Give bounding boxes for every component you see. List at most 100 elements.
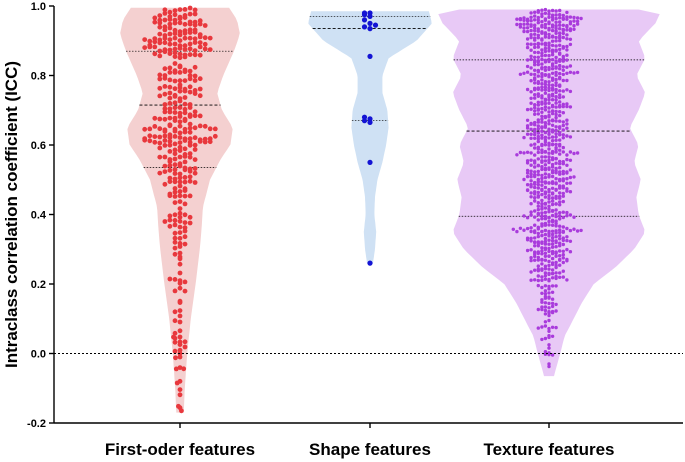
data-point	[361, 118, 368, 124]
data-point	[157, 170, 163, 176]
data-point	[543, 352, 548, 356]
data-point	[177, 88, 183, 94]
data-point	[533, 244, 537, 248]
data-point	[543, 242, 548, 246]
data-point	[177, 64, 183, 70]
data-point	[554, 112, 558, 117]
data-point	[197, 86, 203, 92]
data-point	[162, 181, 168, 187]
data-point	[167, 139, 173, 144]
data-point	[536, 81, 540, 86]
data-point	[558, 237, 562, 241]
data-point	[554, 109, 558, 114]
data-point	[533, 278, 537, 282]
data-point	[157, 40, 163, 46]
data-point	[558, 93, 562, 97]
data-point	[550, 202, 555, 207]
data-point	[192, 40, 198, 45]
data-point	[572, 19, 576, 23]
data-point	[533, 123, 537, 127]
data-point	[177, 206, 183, 212]
data-point	[197, 34, 203, 40]
data-point	[561, 260, 565, 265]
data-point	[558, 63, 562, 68]
data-point	[202, 35, 208, 41]
data-point	[536, 164, 540, 168]
data-point	[554, 221, 558, 226]
data-point	[579, 228, 583, 233]
data-point	[142, 45, 148, 50]
data-point	[187, 89, 193, 95]
data-point	[568, 190, 573, 194]
data-point	[522, 228, 526, 232]
data-point	[147, 133, 153, 139]
data-point	[554, 9, 558, 13]
data-point	[547, 204, 551, 208]
data-point	[554, 276, 558, 281]
data-point	[568, 213, 573, 217]
data-point	[536, 227, 540, 231]
data-point	[550, 256, 555, 261]
data-point	[558, 275, 562, 279]
data-point	[529, 132, 533, 136]
data-point	[533, 18, 537, 22]
data-point	[182, 21, 188, 27]
data-point	[540, 305, 544, 309]
data-point	[187, 35, 193, 41]
data-point	[177, 210, 183, 216]
data-point	[172, 318, 178, 324]
data-point	[543, 284, 548, 288]
data-point	[568, 250, 573, 254]
data-point	[543, 101, 548, 106]
data-point	[547, 267, 551, 271]
data-point	[525, 150, 530, 154]
data-point	[172, 179, 178, 185]
data-point	[540, 42, 544, 46]
data-point	[540, 214, 544, 218]
data-point	[182, 212, 188, 218]
data-point	[536, 131, 540, 135]
data-point	[529, 179, 533, 183]
data-point	[536, 18, 540, 22]
data-point	[540, 188, 544, 193]
data-point	[561, 253, 565, 257]
data-point	[533, 130, 537, 134]
data-point	[543, 296, 548, 300]
data-point	[367, 20, 373, 26]
data-point	[522, 214, 526, 218]
data-point	[162, 7, 168, 13]
data-point	[561, 186, 565, 190]
data-point	[543, 49, 548, 54]
data-point	[172, 128, 178, 134]
data-points	[142, 5, 218, 414]
data-point	[529, 101, 533, 105]
data-point	[547, 200, 551, 204]
data-point	[167, 47, 173, 53]
data-point	[533, 174, 537, 179]
data-point	[543, 264, 548, 268]
data-point	[547, 181, 551, 185]
data-point	[177, 32, 183, 38]
data-point	[558, 43, 562, 47]
data-point	[550, 39, 555, 43]
data-point	[547, 53, 551, 58]
data-point	[147, 126, 153, 132]
data-point	[543, 320, 548, 324]
data-point	[197, 93, 203, 99]
data-point	[367, 53, 373, 60]
violin-3	[438, 7, 660, 377]
data-point	[172, 348, 178, 354]
data-point	[543, 108, 548, 112]
data-point	[550, 28, 555, 33]
data-point	[167, 193, 173, 199]
data-point	[533, 170, 537, 174]
data-point	[568, 158, 573, 162]
data-point	[172, 147, 178, 153]
data-point	[522, 177, 526, 182]
data-point	[540, 110, 544, 115]
data-point	[568, 15, 573, 19]
data-point	[540, 57, 544, 62]
data-point	[561, 172, 565, 176]
data-point	[152, 51, 158, 57]
data-point	[533, 10, 537, 14]
